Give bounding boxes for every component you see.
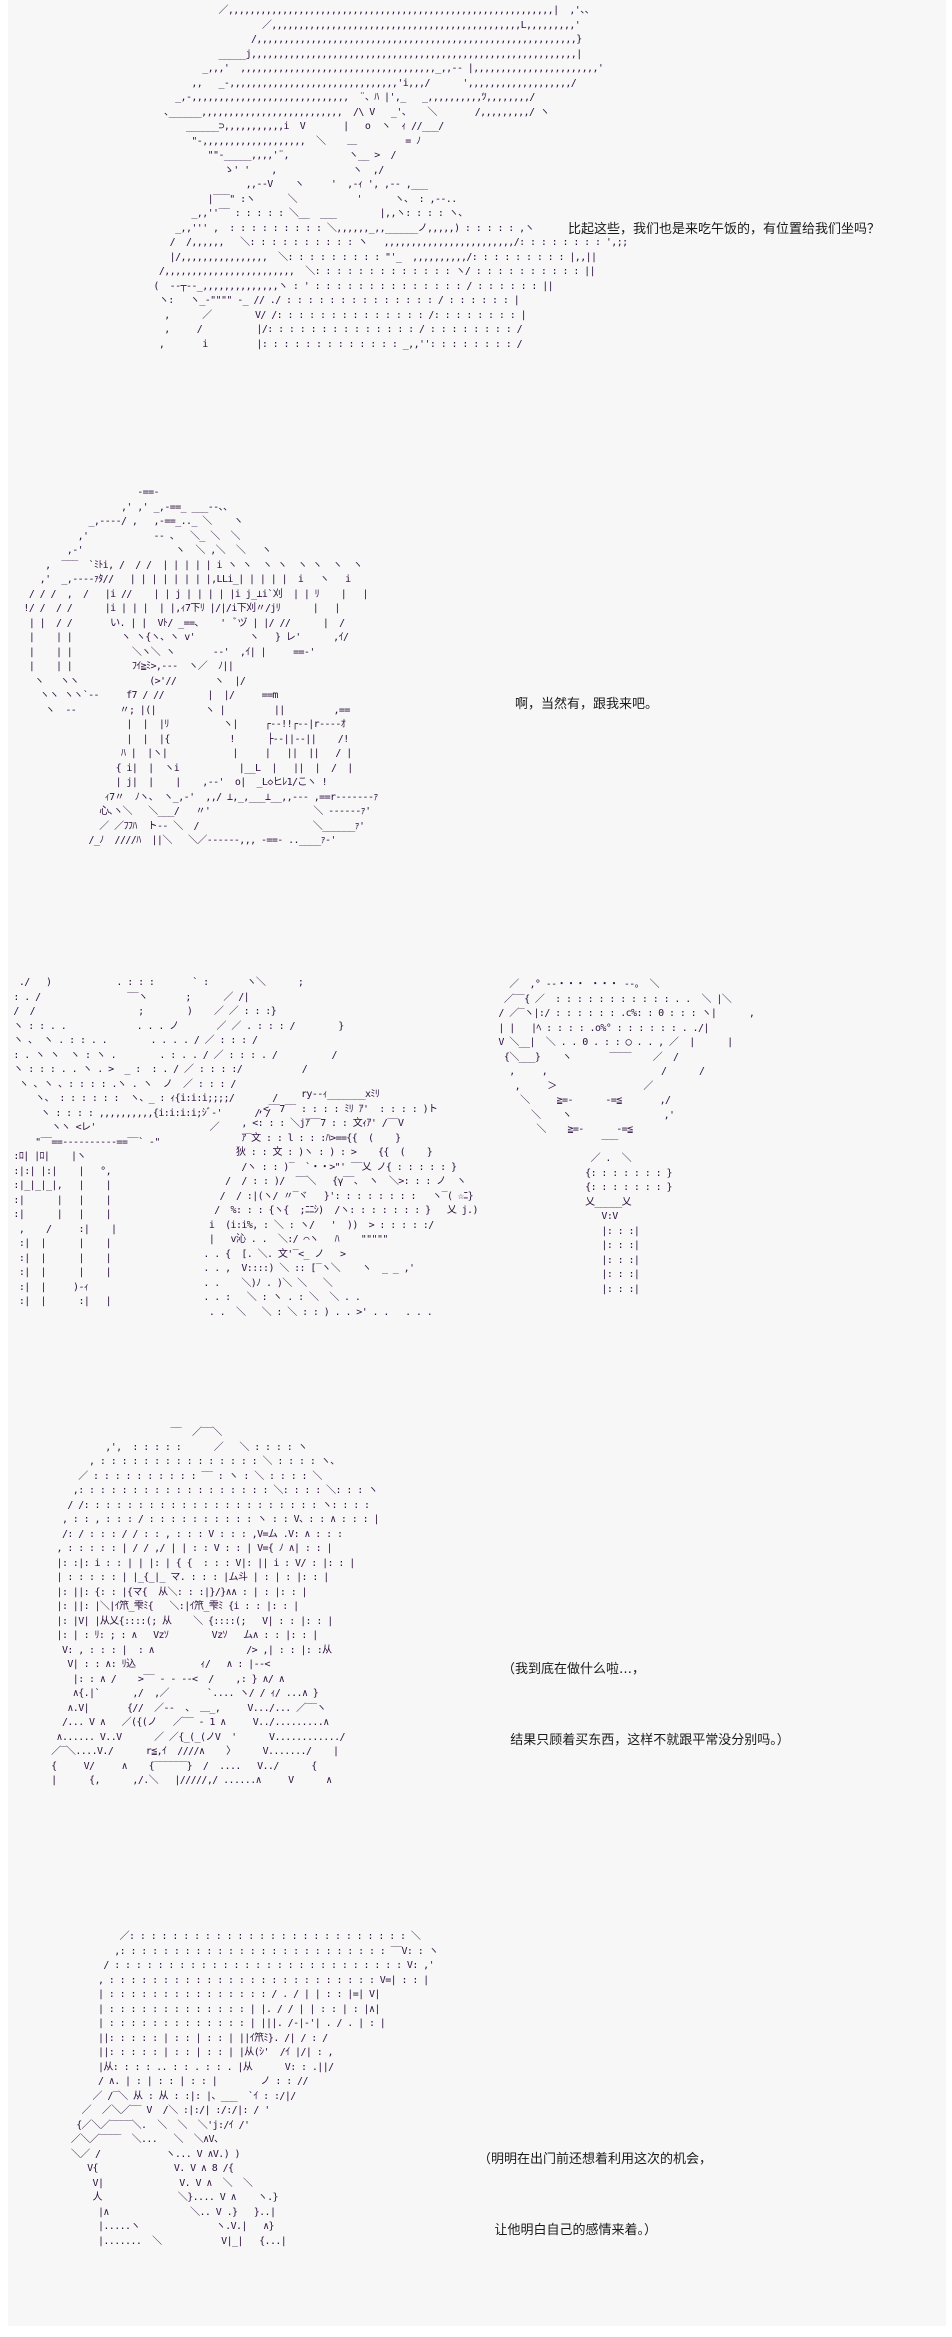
dialogue-line: 结果只顾着买东西，这样不就跟平常没分别吗。） — [502, 1733, 790, 1748]
ascii-art-spoon-and-face: ／ ,° ‐‐・・・ ・・・ ‐‐。 ＼ ／‾‾{ ／ : : : : : : … — [498, 979, 755, 1295]
ascii-art-plate-and-utensils: ./ ) . : : : ` : ヽ＼ ; : . / ‾‾ヽ ; ／ /| /… — [13, 977, 344, 1307]
dialogue-line: 比起这些，我们也是来吃午饭的，有位置给我们坐吗？ — [568, 222, 881, 237]
panel-1: ／,,,,,,,,,,,,,,,,,,,,,,,,,,,,,,,,,,,,,,,… — [8, 0, 946, 470]
ascii-art-waitress-with-tray: -==- ,' ,' _,-==_ ___‐‐、、 _,‐‐‐‐/ , ,-==… — [23, 487, 378, 846]
dialogue-line: （明明在出门前还想着利用这次的机会， — [478, 2152, 713, 2167]
dialogue-text: （我到底在做什么啦…， 结果只顾着买东西，这样不就跟平常没分别吗。） — [502, 1620, 790, 1802]
panel-3: ./ ) . : : : ` : ヽ＼ ; : . / ‾‾ヽ ; ／ /| /… — [8, 960, 946, 1400]
panel-2: -==- ,' ,' _,-==_ ___‐‐、、 _,‐‐‐‐/ , ,-==… — [8, 470, 946, 960]
ascii-art-girl-troubled: ‾‾ ／‾‾＼ ,', : : : : : ／ ＼ : : : : ヽ , : … — [51, 1427, 379, 1786]
panel-4: ‾‾ ／‾‾＼ ,', : : : : : ／ ＼ : : : : ヽ , : … — [8, 1400, 946, 1900]
ascii-art-girl-looking-down: ／: : : : : : : : : : : : : : : : : : : :… — [70, 1931, 439, 2247]
dialogue-text: 比起这些，我们也是来吃午饭的，有位置给我们坐吗？ — [568, 180, 880, 291]
dialogue-text: （明明在出门前还想着利用这次的机会， 让他明白自己的感情来着。） — [478, 2110, 712, 2292]
dialogue-text: 啊，当然有，跟我来吧。 — [515, 655, 658, 766]
page-canvas: ／,,,,,,,,,,,,,,,,,,,,,,,,,,,,,,,,,,,,,,,… — [8, 0, 946, 2326]
dialogue-line: 啊，当然有，跟我来吧。 — [515, 697, 659, 712]
ascii-art-food-plate: ry‐‐ｨ_______xﾐﾘ ,<‾‾7‾‾ : : : : ﾐﾘ ｱ' : … — [203, 1089, 478, 1318]
dialogue-line: （我到底在做什么啦…， — [502, 1662, 646, 1677]
ascii-art-character-bowing: ／,,,,,,,,,,,,,,,,,,,,,,,,,,,,,,,,,,,,,,,… — [153, 5, 628, 350]
panel-5: ／: : : : : : : : : : : : : : : : : : : :… — [8, 1900, 946, 2326]
dialogue-line: 让他明白自己的感情来着。） — [478, 2223, 658, 2238]
